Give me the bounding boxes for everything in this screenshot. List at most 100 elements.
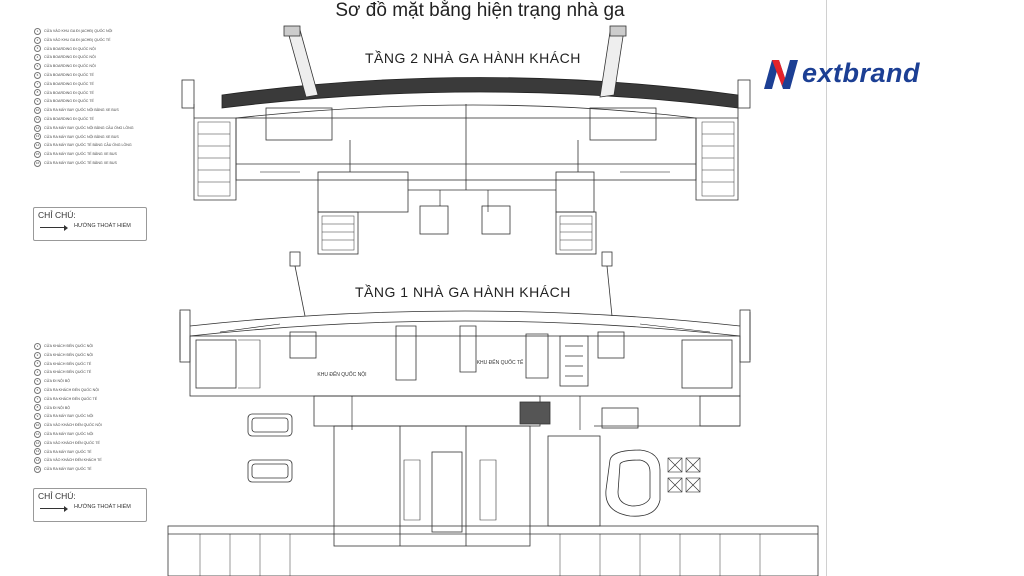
legend-number-icon: 11: [34, 115, 41, 123]
legend-number-icon: 7: [34, 80, 41, 88]
legend-label: CỬA RA MÁY BAY QUỐC NỘI BẰNG XE BUS: [44, 134, 119, 139]
legend-label: CỬA VÀO KHÁCH ĐẾN QUỐC TẾ: [44, 440, 100, 445]
page-title: Sơ đồ mặt bằng hiện trạng nhà ga: [335, 0, 625, 21]
legend-label: CỬA VÀO KHÁCH ĐẾN KHÁCH TẾ: [44, 458, 102, 463]
floor2-title: TẦNG 2 NHÀ GA HÀNH KHÁCH: [365, 50, 581, 66]
legend-number-icon: 9: [34, 413, 41, 421]
nextbrand-logo: extbrand: [762, 56, 968, 92]
legend-number-icon: 3: [34, 360, 41, 368]
legend-number-icon: 1: [34, 27, 41, 35]
logo-n-icon: [764, 60, 798, 89]
floor2-plan: [181, 25, 751, 317]
legend-number-icon: 14: [34, 457, 41, 465]
legend-number-icon: 8: [34, 404, 41, 412]
note-title: CHỈ CHÚ:: [38, 491, 76, 501]
legend-number-icon: 10: [34, 107, 41, 115]
legend-number-icon: 2: [34, 351, 41, 359]
legend-number-icon: 8: [34, 89, 41, 97]
legend-label: CỬA RA KHÁCH ĐẾN QUỐC TẾ: [44, 396, 98, 401]
legend-label: CỬA BOARDING ĐI QUỐC TẾ: [44, 116, 94, 121]
legend-label: CỬA KHÁCH ĐẾN QUỐC TẾ: [44, 361, 92, 366]
legend-number-icon: 2: [34, 36, 41, 44]
legend-number-icon: 6: [34, 386, 41, 394]
legend-label: CỬA BOARDING ĐI QUỐC TẾ: [44, 81, 94, 86]
legend-number-icon: 11: [34, 430, 41, 438]
floor1-plan: [167, 309, 819, 576]
legend-label: CỬA ĐI NỘI BỘ: [44, 379, 71, 384]
legend-number-icon: 4: [34, 54, 41, 62]
legend-number-icon: 14: [34, 142, 41, 150]
escape-arrow-icon: [40, 505, 68, 512]
legend-number-icon: 5: [34, 378, 41, 386]
zone-international-arrival: KHU ĐẾN QUỐC TẾ: [477, 359, 524, 366]
page-divider: [826, 0, 827, 576]
legend-label: CỬA ĐI NỘI BỘ: [44, 405, 71, 410]
legend-label: CỬA VÀO KHU GA ĐI (ACHĐ) QUỐC NỘI: [44, 29, 113, 33]
legend-number-icon: 5: [34, 63, 41, 71]
legend-label: CỬA RA MÁY BAY QUỐC TẾ: [44, 467, 92, 472]
legend-number-icon: 4: [34, 369, 41, 377]
escape-arrow-icon: [40, 224, 68, 231]
legend-number-icon: 1: [34, 342, 41, 350]
legend-label: CỬA KHÁCH ĐẾN QUỐC TẾ: [44, 370, 92, 375]
legend-number-icon: 9: [34, 98, 41, 106]
legend-number-icon: 13: [34, 448, 41, 456]
zone-domestic-arrival: KHU ĐẾN QUỐC NỘI: [317, 371, 366, 378]
legend-number-icon: 12: [34, 439, 41, 447]
legend-number-icon: 12: [34, 124, 41, 132]
legend-label: CỬA BOARDING ĐI QUỐC TẾ: [44, 72, 94, 77]
legend-label: CỬA RA MÁY BAY QUỐC TẾ BẰNG XE BUS: [44, 160, 117, 165]
legend-number-icon: 16: [34, 159, 41, 167]
legend-number-icon: 13: [34, 133, 41, 141]
legend-number-icon: 3: [34, 45, 41, 53]
terminal-floor-plan: KHU ĐẾN QUỐC NỘI KHU ĐẾN QUỐC TẾ: [167, 25, 819, 576]
legend-label: CỬA RA MÁY BAY QUỐC NỘI BẰNG CẦU ỐNG LỒN…: [44, 125, 134, 130]
legend-label: CỬA VÀO KHU GA ĐI (ACHĐ) QUỐC TẾ: [44, 37, 111, 42]
legend-label: CỬA KHÁCH ĐẾN QUỐC NỘI: [44, 352, 94, 357]
legend-label: CỬA RA MÁY BAY QUỐC NỘI: [44, 414, 94, 419]
legend-label: CỬA KHÁCH ĐẾN QUỐC NỘI: [44, 344, 94, 348]
legend-label: CỬA RA KHÁCH ĐẾN QUỐC NỘI: [44, 387, 99, 392]
legend-label: CỬA RA MÁY BAY QUỐC TẾ: [44, 449, 92, 454]
legend-number-icon: 6: [34, 71, 41, 79]
floor2-note-box: CHỈ CHÚ: HƯỚNG THOÁT HIỂM: [33, 207, 147, 241]
floor1-note-box: CHỈ CHÚ: HƯỚNG THOÁT HIỂM: [33, 488, 147, 522]
note-label: HƯỚNG THOÁT HIỂM: [74, 223, 131, 229]
legend-label: CỬA BOARDING ĐI QUỐC TẾ: [44, 99, 94, 104]
legend-label: CỬA BOARDING ĐI QUỐC NỘI: [44, 46, 96, 51]
legend-label: CỬA RA MÁY BAY QUỐC NỘI BẰNG XE BUS: [44, 108, 119, 113]
legend-number-icon: 15: [34, 151, 41, 159]
legend-label: CỬA BOARDING ĐI QUỐC NỘI: [44, 55, 96, 60]
legend-number-icon: 15: [34, 466, 41, 474]
logo-text: extbrand: [802, 58, 921, 88]
